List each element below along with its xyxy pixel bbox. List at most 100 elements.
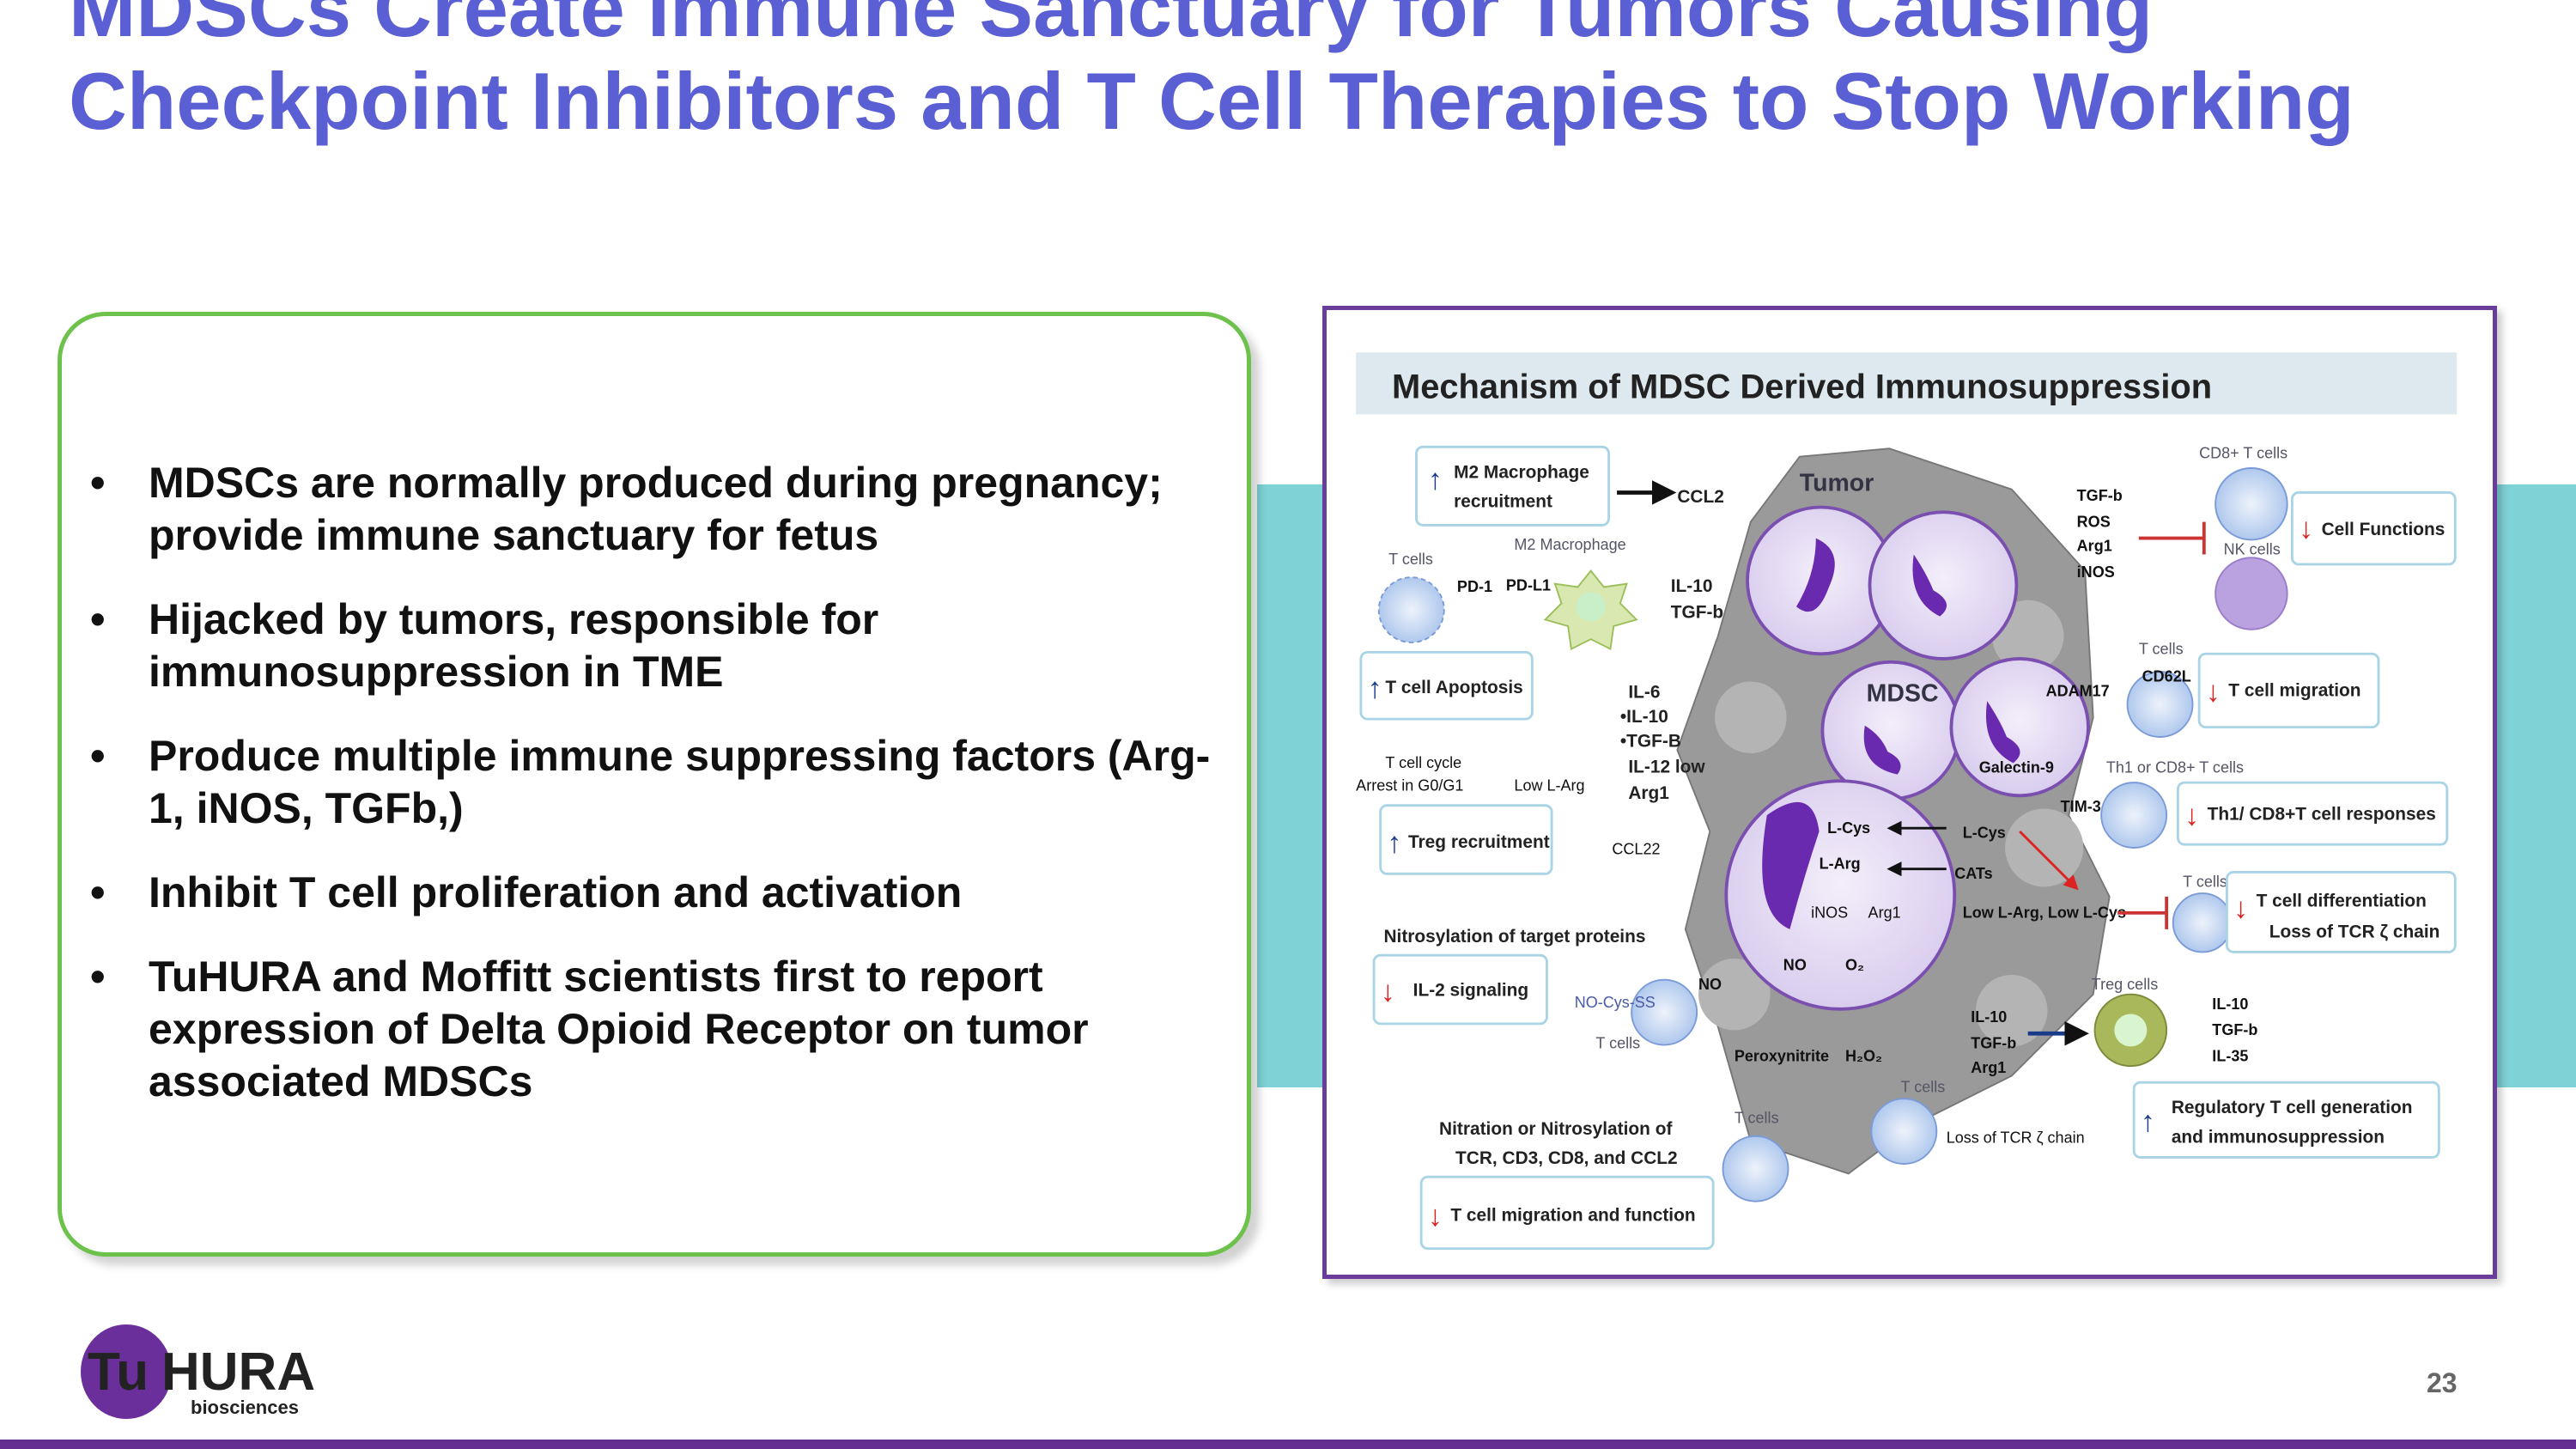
up-arrow-icon: ↑ — [1367, 672, 1382, 704]
label: Nitrosylation of target proteins — [1383, 927, 1645, 947]
bullet-dot: • — [90, 595, 106, 643]
label: TGF-b — [1971, 1034, 2016, 1051]
label: Low L-Arg, Low L-Cys — [1963, 904, 2126, 922]
migration-function-box — [1419, 1175, 1715, 1251]
label: NO — [1783, 956, 1807, 973]
up-arrow-icon: ↑ — [2141, 1105, 2155, 1138]
bullet-dot: • — [90, 459, 106, 507]
label: CATs — [1954, 865, 1992, 882]
label: T cells — [1388, 551, 1433, 568]
bullet-item: • Inhibit T cell proliferation and activa… — [90, 867, 1241, 919]
label: M2 Macrophage — [1454, 462, 1589, 482]
label: •TGF-B — [1620, 731, 1681, 751]
label: O₂ — [1845, 956, 1864, 973]
down-arrow-icon: ↓ — [2233, 892, 2248, 925]
label: Arg1 — [1868, 904, 1901, 922]
down-arrow-icon: ↓ — [2206, 675, 2221, 708]
t-differentiation-box — [2225, 871, 2457, 953]
down-arrow-icon: ↓ — [2299, 513, 2313, 545]
label: Treg cells — [2092, 976, 2158, 993]
il2-signaling-box — [1372, 953, 1548, 1026]
logo-tagline: biosciences — [191, 1397, 299, 1418]
label: Galectin-9 — [1979, 759, 2054, 776]
label: T cell Apoptosis — [1385, 678, 1522, 697]
label: and immunosuppression — [2172, 1127, 2385, 1147]
t-apoptosis-box — [1359, 650, 1534, 721]
label: Arg1 — [1971, 1059, 2006, 1076]
label: L-Cys — [1963, 825, 2006, 842]
label: recruitment — [1454, 492, 1552, 512]
bullet-list: • MDSCs are normally produced during preg… — [90, 457, 1241, 1140]
bullet-text: Hijacked by tumors, responsible for immu… — [149, 595, 879, 696]
label: IL-10 — [1671, 576, 1713, 596]
label: TCR, CD3, CD8, and CCL2 — [1455, 1148, 1678, 1168]
m2-recruitment-box — [1415, 445, 1611, 527]
label: TGF-b — [2077, 487, 2123, 504]
down-arrow-icon: ↓ — [1428, 1200, 1443, 1233]
footer-bar — [0, 1440, 2576, 1449]
diagram-title-bar — [1356, 352, 2458, 415]
treg-recruitment-box — [1379, 804, 1553, 875]
label: Th1/ CD8+T cell responses — [2208, 805, 2436, 825]
label: T cells — [2139, 640, 2184, 657]
bullet-dot: • — [90, 868, 106, 916]
label: TGF-b — [1671, 603, 1723, 623]
label: CD8+ T cells — [2199, 445, 2287, 462]
label: •IL-10 — [1620, 707, 1668, 727]
th1-responses-box — [2177, 781, 2449, 846]
label: iNOS — [1811, 904, 1848, 922]
nk-cell-icon — [2215, 557, 2288, 630]
mdsc-cells — [1724, 505, 2090, 1011]
label: IL-35 — [2212, 1048, 2248, 1065]
t-cell-icon — [1377, 576, 1445, 643]
label: T cells — [1901, 1079, 1946, 1096]
up-arrow-icon: ↑ — [1387, 827, 1401, 860]
bullet-text: Inhibit T cell proliferation and activat… — [149, 868, 963, 916]
page-number: 23 — [2427, 1367, 2458, 1398]
label: Arg1 — [1628, 783, 1669, 803]
label: T cell cycle — [1385, 754, 1461, 771]
t-cell-icon — [2172, 892, 2233, 953]
logo-text-tu: Tu — [88, 1342, 149, 1402]
label: Treg recruitment — [1408, 832, 1550, 852]
t-cell-icon — [1722, 1135, 1789, 1202]
bullet-item: • MDSCs are normally produced during preg… — [90, 457, 1241, 562]
t-migration-box — [2197, 652, 2380, 729]
label: IL-2 signaling — [1413, 981, 1529, 1001]
label: CCL22 — [1612, 841, 1660, 858]
down-arrow-icon: ↓ — [1381, 975, 1395, 1008]
label: T cells — [1735, 1110, 1779, 1127]
mechanism-diagram: Mechanism of MDSC Derived Immunosuppress… — [1356, 352, 2458, 1251]
t-cell-icon — [2100, 782, 2168, 849]
diagram-title: Mechanism of MDSC Derived Immunosuppress… — [1392, 368, 2212, 405]
tumor-label: Tumor — [1800, 470, 1874, 497]
label: IL-12 low — [1628, 758, 1705, 777]
slide-title: MDSCs Create Immune Sanctuary for Tumors… — [69, 0, 2354, 146]
label: Peroxynitrite — [1735, 1048, 1829, 1065]
t-cell-icon — [1870, 1098, 1938, 1165]
label: Arrest in G0/G1 — [1356, 777, 1463, 795]
label: TGF-b — [2212, 1021, 2257, 1038]
bullet-panel — [58, 312, 1251, 1257]
label: Loss of TCR ζ chain — [2269, 922, 2440, 941]
label: T cell migration — [2228, 681, 2360, 701]
label: L-Arg — [1820, 855, 1861, 873]
label: Nitration or Nitrosylation of — [1439, 1119, 1672, 1139]
mdsc-label: MDSC — [1867, 679, 1939, 707]
label: Low L-Arg — [1514, 777, 1584, 795]
label: PD-1 — [1457, 578, 1492, 595]
label: Th1 or CD8+ T cells — [2106, 759, 2244, 776]
tuhura-logo: Tu HURA biosciences — [79, 1323, 337, 1422]
label: CCL2 — [1677, 487, 1724, 507]
label: NO — [1698, 976, 1722, 993]
label: L-Cys — [1827, 819, 1870, 837]
label: Loss of TCR ζ chain — [1947, 1129, 2085, 1146]
label: T cells — [2183, 874, 2227, 891]
label: ROS — [2077, 513, 2111, 530]
bullet-text: MDSCs are normally produced during pregn… — [149, 459, 1163, 559]
bullet-item: • Hijacked by tumors, responsible for imm… — [90, 594, 1241, 698]
label: TIM-3 — [2061, 798, 2101, 815]
mdsc-mechanism-figure: Mechanism of MDSC Derived Immunosuppress… — [1322, 306, 2497, 1279]
down-arrow-icon: ↓ — [2184, 799, 2199, 831]
cell-functions-box — [2290, 491, 2457, 566]
